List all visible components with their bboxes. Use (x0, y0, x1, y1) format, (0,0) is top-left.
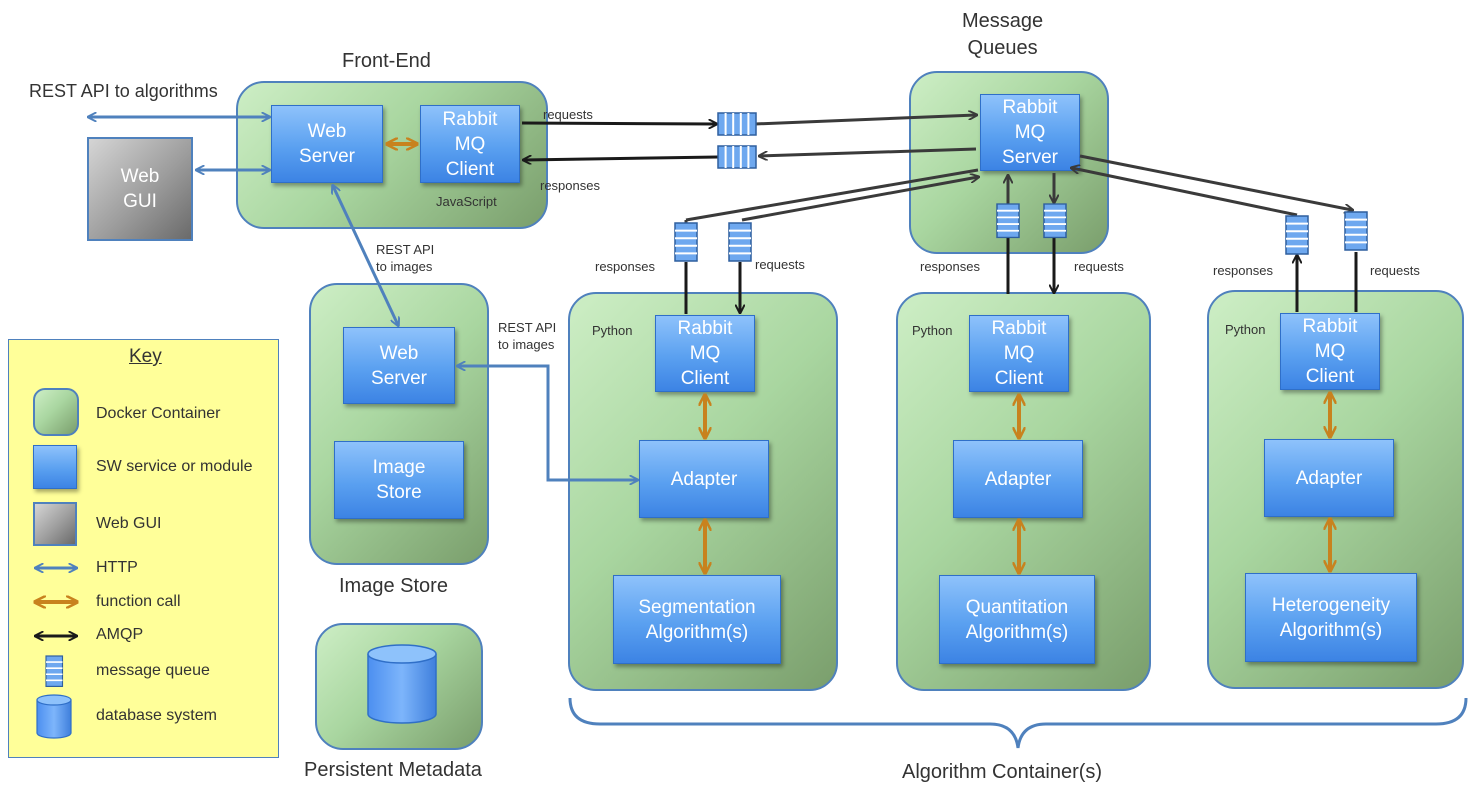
rest-api-images-label-top: REST API to images (376, 242, 435, 274)
key-label-sw: SW service or module (96, 458, 253, 475)
segmentation-adapter: Adapter (639, 440, 769, 518)
message-queue-icon (717, 112, 757, 136)
quantitation-rabbit-client: Rabbit MQ Client (969, 315, 1069, 392)
quantitation-adapter: Adapter (953, 440, 1083, 518)
message-queue-icon (1285, 215, 1309, 255)
key-label-http: HTTP (96, 559, 138, 576)
heterogeneity-adapter: Adapter (1264, 439, 1394, 517)
message-queue-icon (717, 145, 757, 169)
quant-requests-label: requests (1074, 259, 1124, 274)
front-end-rabbit-client: Rabbit MQ Client (420, 105, 520, 183)
message-queues-title: Message Queues (962, 10, 1044, 59)
key-label-docker: Docker Container (96, 405, 221, 422)
front-end-responses-label: responses (540, 178, 600, 193)
front-end-requests-label: requests (543, 107, 593, 122)
key-label-database: database system (96, 707, 217, 724)
quantitation-algorithm: Quantitation Algorithm(s) (939, 575, 1095, 664)
message-queue-icon (1043, 203, 1067, 239)
segmentation-algorithm: Segmentation Algorithm(s) (613, 575, 781, 664)
message-queue-icon (674, 222, 698, 262)
http-arrow-rest-api-images (333, 186, 398, 325)
web-gui-swatch (33, 502, 77, 546)
persistent-metadata-title: Persistent Metadata (304, 759, 482, 781)
key-label-function-call: function call (96, 593, 181, 610)
key-label-webgui: Web GUI (96, 515, 162, 532)
web-gui-box: Web GUI (87, 137, 193, 241)
rest-api-images-label-side: REST API to images (498, 320, 557, 352)
seg-responses-label: responses (595, 259, 655, 274)
heterogeneity-algorithm: Heterogeneity Algorithm(s) (1245, 573, 1417, 662)
docker-container-swatch (33, 388, 79, 436)
key-label-message-queue: message queue (96, 662, 210, 679)
image-store-box: Image Store (334, 441, 464, 519)
heterogeneity-rabbit-client: Rabbit MQ Client (1280, 313, 1380, 390)
algorithm-containers-title: Algorithm Container(s) (902, 761, 1103, 783)
sw-module-swatch (33, 445, 77, 489)
database-icon (36, 694, 72, 739)
front-end-web-server: Web Server (271, 105, 383, 183)
quant-responses-label: responses (920, 259, 980, 274)
seg-language: Python (592, 323, 633, 338)
algorithm-containers-brace (568, 697, 1468, 749)
database-icon (367, 644, 437, 724)
message-queue-icon (45, 655, 64, 688)
rabbit-mq-server: Rabbit MQ Server (980, 94, 1080, 171)
message-queue-icon (728, 222, 752, 262)
key-label-amqp: AMQP (96, 626, 144, 643)
image-store-web-server: Web Server (343, 327, 455, 404)
front-end-title: Front-End (342, 50, 431, 72)
quant-language: Python (912, 323, 953, 338)
segmentation-rabbit-client: Rabbit MQ Client (655, 315, 755, 392)
seg-requests-label: requests (755, 257, 805, 272)
rest-api-algorithms-label: REST API to algorithms (29, 81, 218, 101)
message-queue-icon (1344, 211, 1368, 251)
het-responses-label: responses (1213, 263, 1273, 278)
het-language: Python (1225, 322, 1266, 337)
het-requests-label: requests (1370, 263, 1420, 278)
key-title: Key (129, 346, 162, 367)
message-queue-icon (996, 203, 1020, 239)
image-store-title: Image Store (339, 575, 448, 597)
http-arrow-adapter-to-image-server (458, 366, 637, 480)
front-end-language: JavaScript (436, 194, 497, 209)
